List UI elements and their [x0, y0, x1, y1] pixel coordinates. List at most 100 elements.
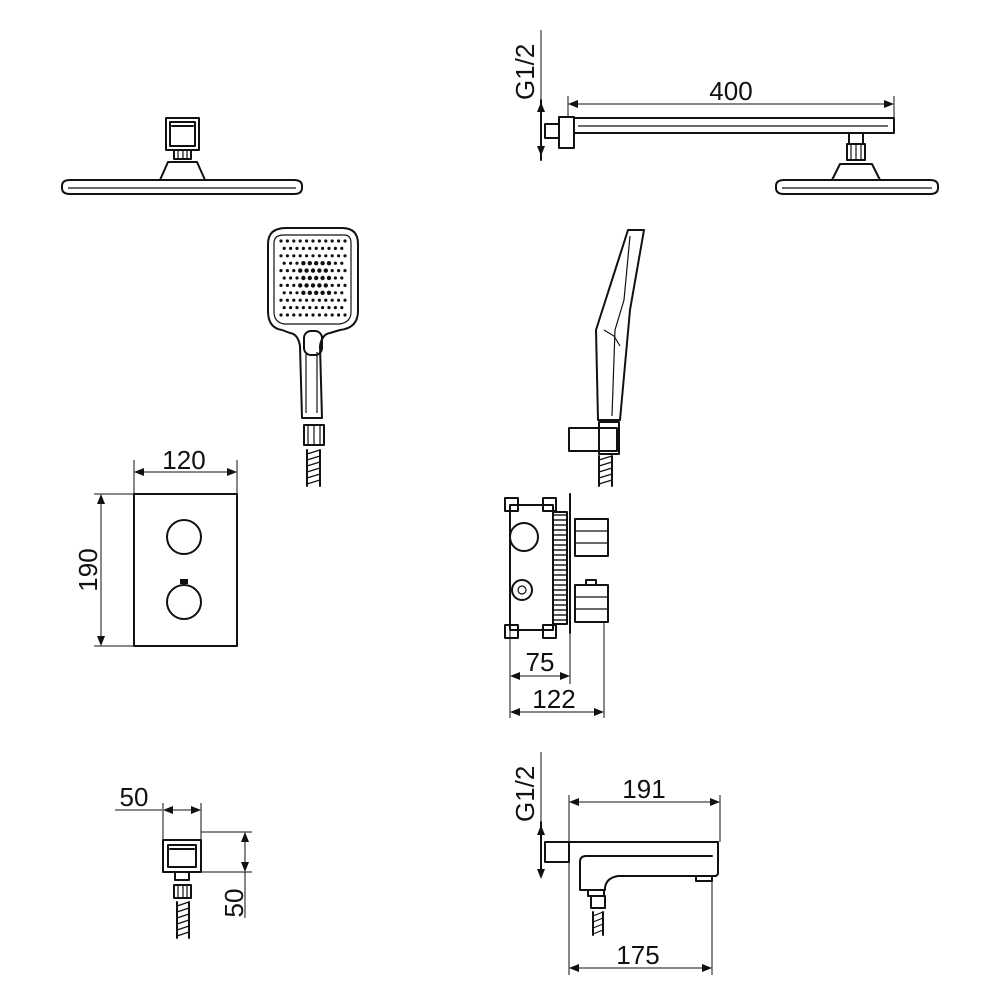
bath-spout	[540, 821, 719, 936]
spout-length-label: 191	[622, 774, 665, 804]
spray-nozzle-dot	[314, 275, 319, 281]
spray-nozzle-dot	[330, 313, 334, 317]
spray-nozzle-dot	[324, 313, 328, 317]
spray-nozzle-dot	[340, 291, 344, 295]
spout-projection-label: 175	[616, 940, 659, 970]
spray-nozzle-dot	[326, 290, 332, 295]
spray-nozzle-dot	[279, 313, 283, 317]
spray-nozzle-dot	[333, 306, 337, 310]
spray-nozzle-dot	[317, 239, 321, 243]
spray-nozzle-dot	[292, 239, 296, 243]
spray-nozzle-dot	[301, 261, 306, 266]
overhead-shower-front-view	[61, 117, 303, 195]
spray-nozzle-dot	[308, 246, 312, 250]
spray-nozzle-dot	[330, 254, 334, 258]
dimension-elbow-width: 50	[115, 782, 202, 840]
dimension-panel-width: 120	[133, 445, 238, 494]
spray-nozzle-dot	[307, 290, 312, 295]
arm-thread-label: G1/2	[510, 44, 540, 100]
dimension-valve-depth-inner: 75	[509, 630, 571, 684]
spray-nozzle-dot	[282, 291, 286, 295]
spray-nozzle-dot	[324, 254, 328, 258]
spray-nozzle-dot	[298, 283, 303, 288]
spray-nozzle-dot	[340, 276, 344, 280]
valve-depth-inner-label: 75	[526, 647, 555, 677]
spray-nozzle-dot	[317, 254, 321, 258]
wall-elbow-outlet	[162, 839, 202, 939]
spray-nozzle-dot	[295, 246, 299, 250]
hand-shower-side-view	[568, 229, 645, 487]
spray-nozzle-dot	[343, 298, 347, 302]
spray-nozzle-dot	[333, 261, 337, 265]
spray-nozzle-dot	[301, 290, 306, 295]
spray-nozzle-dot	[279, 269, 283, 273]
spray-nozzle-dot	[343, 239, 347, 243]
spout-thread-label: G1/2	[510, 766, 540, 822]
spray-nozzle-dot	[317, 298, 321, 302]
spray-nozzle-dot	[285, 283, 289, 287]
hand-shower-front-view	[267, 227, 359, 487]
spray-nozzle-dot	[285, 239, 289, 243]
spray-nozzle-dot	[307, 275, 312, 281]
spray-nozzle-dot	[304, 283, 309, 288]
spray-nozzle-dot	[279, 254, 283, 258]
dimension-spout-thread: G1/2	[510, 752, 545, 879]
spray-nozzle-dot	[305, 254, 309, 258]
spray-nozzle-dot	[326, 261, 332, 266]
thermostat-panel-front	[133, 493, 238, 647]
spray-nozzle-dot	[343, 283, 347, 287]
valve-depth-total-label: 122	[532, 684, 575, 714]
panel-height-label: 190	[73, 548, 103, 591]
spray-nozzle-dot	[323, 283, 328, 288]
spray-nozzle-dot	[298, 239, 302, 243]
spray-nozzle-dot	[289, 306, 293, 310]
spray-nozzle-dot	[337, 283, 341, 287]
dimension-valve-depth-total: 122	[509, 622, 605, 718]
spray-nozzle-dot	[305, 313, 309, 317]
spray-nozzle-dot	[337, 298, 341, 302]
dimension-arm-length: 400	[567, 76, 895, 118]
spray-nozzle-dot	[289, 261, 293, 265]
spray-nozzle-dot	[304, 268, 309, 273]
spray-nozzle-dot	[295, 306, 299, 310]
spray-nozzle-dot	[320, 290, 325, 295]
spray-nozzle-dot	[311, 313, 315, 317]
elbow-width-label: 50	[120, 782, 149, 812]
spray-nozzle-dot	[279, 239, 283, 243]
spray-nozzle-dot	[282, 276, 286, 280]
spray-nozzle-dot	[305, 298, 309, 302]
spray-nozzle-dot	[340, 246, 344, 250]
spray-nozzle-dot	[289, 246, 293, 250]
spray-nozzle-dot	[310, 268, 316, 273]
concealed-valve-body	[504, 493, 609, 639]
spray-nozzle-dot	[282, 246, 286, 250]
spray-nozzle-dot	[289, 291, 293, 295]
spray-nozzle-dot	[326, 275, 332, 281]
spray-nozzle-dot	[292, 269, 296, 273]
dimension-spout-length: 191	[568, 774, 721, 842]
spray-nozzle-dot	[282, 306, 286, 310]
spray-nozzle-dot	[292, 298, 296, 302]
valve-thread-ribs	[553, 514, 567, 621]
overhead-shower-side-view	[540, 99, 939, 195]
spray-nozzle-dot	[310, 283, 316, 288]
spray-nozzle-dot	[324, 239, 328, 243]
spray-nozzle-dot	[333, 291, 337, 295]
spray-nozzle-dot	[343, 254, 347, 258]
dimension-spout-projection: 175	[568, 862, 713, 975]
spray-nozzle-dot	[337, 313, 341, 317]
spray-nozzle-dot	[330, 239, 334, 243]
elbow-height-label: 50	[219, 889, 249, 918]
spray-nozzle-dot	[292, 283, 296, 287]
spray-nozzle-grid	[279, 239, 347, 317]
spray-nozzle-dot	[314, 290, 319, 295]
spray-nozzle-dot	[327, 246, 331, 250]
spray-nozzle-dot	[343, 313, 347, 317]
spray-nozzle-dot	[285, 313, 289, 317]
spray-nozzle-dot	[337, 269, 341, 273]
spray-nozzle-dot	[301, 246, 305, 250]
spray-nozzle-dot	[285, 269, 289, 273]
spray-nozzle-dot	[327, 306, 331, 310]
spray-nozzle-dot	[317, 313, 321, 317]
